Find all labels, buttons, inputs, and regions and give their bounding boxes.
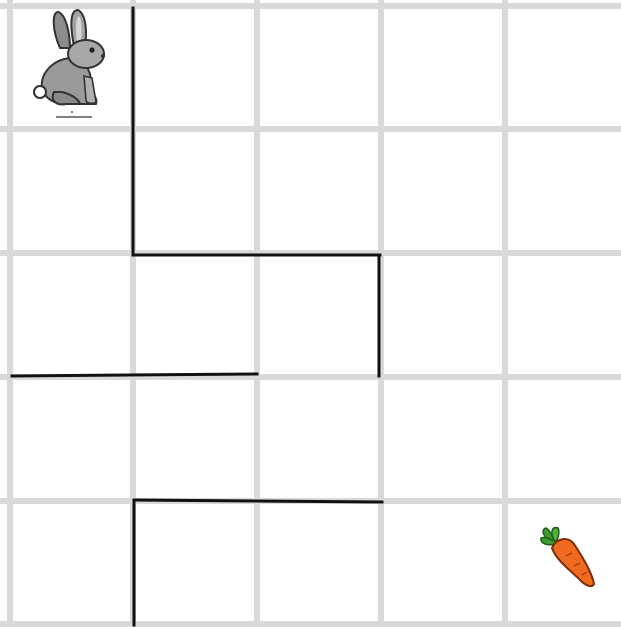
wall-horizontal-left bbox=[12, 374, 257, 376]
rabbit-eye bbox=[89, 47, 94, 52]
rabbit-nose bbox=[101, 54, 105, 58]
rabbit-head bbox=[68, 40, 104, 68]
wall-horizontal-bottom bbox=[134, 500, 382, 502]
rabbit-tail bbox=[34, 86, 46, 98]
